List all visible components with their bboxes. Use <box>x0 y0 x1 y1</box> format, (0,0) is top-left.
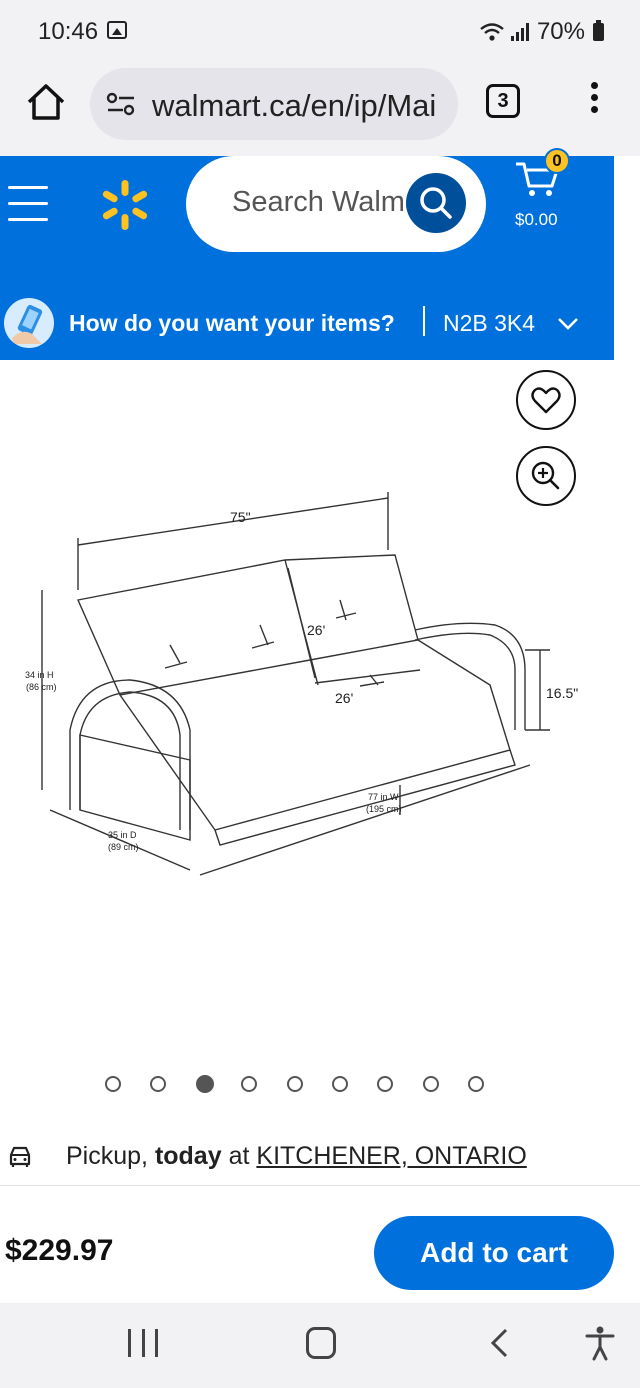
dim-depth-main: 35 in D <box>108 830 137 840</box>
divider <box>423 306 425 336</box>
cart-total: $0.00 <box>515 210 558 229</box>
carousel-dot[interactable] <box>332 1076 348 1092</box>
add-to-cart-button[interactable]: Add to cart <box>374 1216 614 1290</box>
recent-apps-icon[interactable] <box>128 1329 158 1359</box>
hamburger-menu-icon[interactable] <box>8 186 48 221</box>
pickup-label: Pickup, <box>66 1142 148 1170</box>
address-bar[interactable]: walmart.ca/en/ip/Mai <box>90 68 458 140</box>
dim-seat-depth: 26' <box>335 690 353 706</box>
dim-depth-sub: (89 cm) <box>108 842 139 852</box>
dim-width-top: 75" <box>230 509 251 525</box>
carousel-dot[interactable] <box>377 1076 394 1092</box>
product-image-carousel[interactable]: 75" 26' 26' 16.5" 34 in H (86 cm) 77 in … <box>0 360 614 1120</box>
carousel-dot[interactable] <box>468 1076 485 1092</box>
signal-icon <box>510 23 531 41</box>
browser-menu-icon[interactable] <box>586 82 602 122</box>
search-icon <box>420 187 452 219</box>
zoom-in-icon <box>531 461 560 490</box>
status-bar: 10:46 70% <box>0 0 640 62</box>
delivery-prompt: How do you want your items? <box>69 310 395 336</box>
postal-code: N2B 3K4 <box>443 310 536 336</box>
site-settings-icon[interactable] <box>106 92 136 116</box>
search-input[interactable] <box>232 186 408 219</box>
cart-count-badge: 0 <box>544 148 570 174</box>
search-bar[interactable] <box>186 156 486 252</box>
back-icon[interactable] <box>488 1327 512 1359</box>
product-price: $229.97 <box>5 1234 114 1267</box>
browser-toolbar: walmart.ca/en/ip/Mai 3 <box>0 62 640 156</box>
dim-back-height: 26' <box>307 622 325 638</box>
carousel-dot[interactable] <box>195 1075 214 1093</box>
system-nav-bar <box>0 1303 640 1388</box>
battery-percent: 70% <box>536 18 585 45</box>
pickup-store-link[interactable]: KITCHENER, ONTARIO <box>256 1142 527 1170</box>
product-image: 75" 26' 26' 16.5" 34 in H (86 cm) 77 in … <box>25 492 578 876</box>
car-icon <box>9 1146 31 1167</box>
favorite-button[interactable] <box>516 370 576 430</box>
tab-switcher-button[interactable]: 3 <box>486 84 520 118</box>
carousel-dot[interactable] <box>150 1076 167 1092</box>
home-icon[interactable] <box>24 80 68 124</box>
carousel-dot[interactable] <box>422 1076 439 1092</box>
pickup-when: today <box>154 1142 222 1170</box>
heart-icon <box>531 387 561 414</box>
carousel-dot[interactable] <box>105 1076 121 1092</box>
carousel-dot[interactable] <box>286 1076 303 1092</box>
pickup-info: Pickup, today at KITCHENER, ONTARIO <box>0 1140 614 1184</box>
zoom-button[interactable] <box>516 446 576 506</box>
phone-icon <box>4 298 54 348</box>
site-header: 0 $0.00 How do you want your items? N2B … <box>0 148 614 360</box>
walmart-spark-logo[interactable] <box>98 178 152 232</box>
carousel-dots <box>0 1070 614 1100</box>
home-nav-icon[interactable] <box>306 1327 336 1359</box>
add-to-cart-bar: $229.97 Add to cart <box>0 1185 640 1303</box>
url-text: walmart.ca/en/ip/Mai <box>152 88 437 123</box>
dim-width-sub: (195 cm) <box>366 804 402 814</box>
chevron-down-icon <box>558 318 578 330</box>
dim-height-main: 34 in H <box>25 670 54 680</box>
accessibility-icon[interactable] <box>584 1325 616 1361</box>
pickup-text: Pickup, today at KITCHENER, ONTARIO <box>66 1142 527 1171</box>
status-time: 10:46 <box>38 18 99 45</box>
status-indicators: 70% <box>479 18 604 46</box>
carousel-dot[interactable] <box>241 1076 258 1092</box>
pickup-at: at <box>228 1142 250 1170</box>
dim-height-sub: (86 cm) <box>26 682 57 692</box>
dim-arm-height: 16.5" <box>546 685 578 701</box>
dim-width-main: 77 in W <box>368 792 399 802</box>
cart-button[interactable]: 0 $0.00 <box>510 148 574 236</box>
search-button[interactable] <box>406 173 466 233</box>
image-icon <box>107 21 127 39</box>
delivery-selector[interactable]: How do you want your items? N2B 3K4 <box>0 290 614 360</box>
battery-icon <box>593 20 604 41</box>
wifi-icon <box>480 23 504 41</box>
